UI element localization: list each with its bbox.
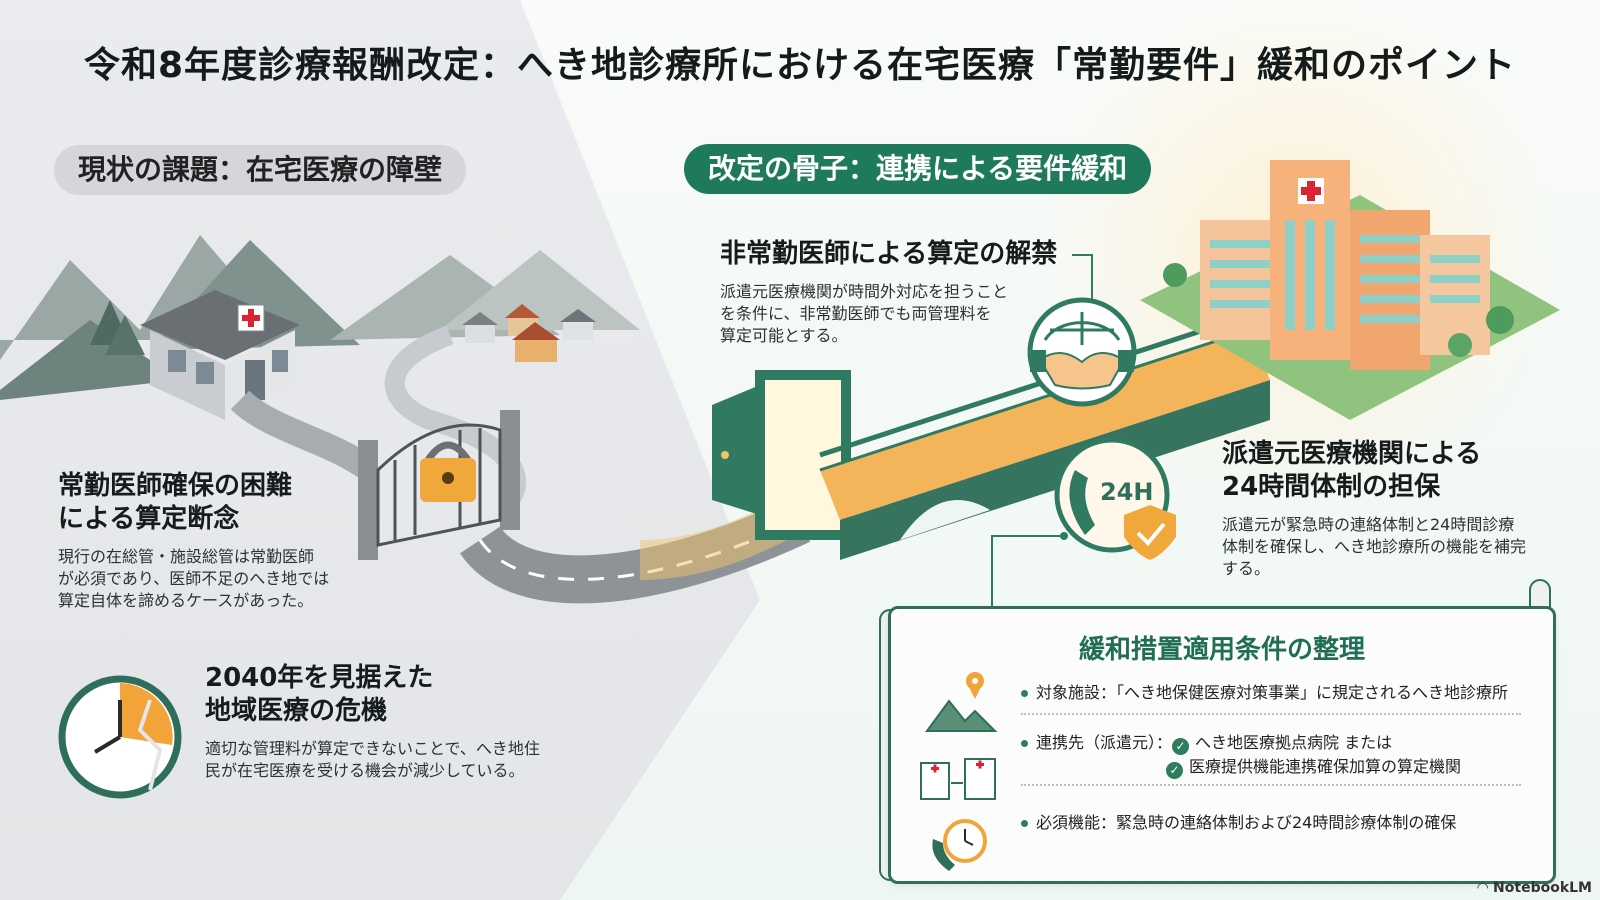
condition-target-facility: 対象施設：「へき地保健医療対策事業」に規定されるへき地診療所 (1021, 679, 1508, 703)
notebooklm-icon: ◠ (1477, 880, 1494, 896)
separator (1021, 784, 1521, 786)
handshake-globe-icon (1027, 297, 1137, 407)
issue-heading: 2040年を見据えた 地域医療の危機 (205, 663, 434, 726)
condition-partner-option: ✓医療提供機能連携確保加算の算定機関 (1166, 753, 1461, 779)
open-door-illustration (712, 370, 851, 540)
point-heading: 非常勤医師による算定の解禁 (720, 239, 1058, 269)
point-24h-system: 派遣元医療機関による 24時間体制の担保 派遣元が緊急時の連絡体制と24時間診療… (1222, 438, 1582, 580)
check-icon: ✓ (1172, 738, 1190, 755)
point-heading: 派遣元医療機関による 24時間体制の担保 (1222, 439, 1482, 502)
cracked-clock-icon (58, 675, 182, 799)
mountains-illustration (0, 235, 640, 400)
phone-clock-icon (932, 819, 987, 871)
mountain-pin-icon (925, 672, 998, 732)
point-parttime-doctor: 非常勤医師による算定の解禁 派遣元医療機関が時間外対応を担うこと を条件に、非常… (720, 238, 1070, 347)
brand-watermark: ◠ NotebookLM (1477, 880, 1592, 896)
hospital-link-icon (920, 758, 996, 800)
panel-icons (920, 672, 998, 871)
conditions-panel: 緩和措置適用条件の整理 対象施設：「へき地保健医療対策事業」に規定されるへき地診… (888, 606, 1556, 884)
condition-partner: 連携先（派遣元）：✓へき地医療拠点病院 または (1021, 729, 1392, 755)
bridge-illustration (819, 312, 1270, 560)
check-icon: ✓ (1166, 762, 1183, 779)
issue-body: 現行の在総管・施設総管は常勤医師 が必須であり、医師不足のへき地では 算定自体を… (58, 547, 330, 610)
separator (1021, 713, 1521, 715)
section-label-current-issues: 現状の課題：在宅医療の障壁 (54, 145, 467, 195)
issue-regional-crisis: 2040年を見据えた 地域医療の危機 適切な管理料が算定できないことで、へき地住… (205, 662, 605, 782)
locked-gate-illustration (358, 410, 520, 560)
bullet (1021, 820, 1028, 827)
bullet (1021, 690, 1028, 697)
section-label-revision-outline: 改定の骨子：連携による要件緩和 (684, 144, 1152, 194)
24-hour-phone-icon (1054, 437, 1176, 560)
condition-required-function: 必須機能：緊急時の連絡体制および24時間診療体制の確保 (1021, 809, 1456, 833)
24h-badge: 24H (1100, 478, 1154, 506)
page-title: 令和8年度診療報酬改定：へき地診療所における在宅医療「常勤要件」緩和のポイント (83, 45, 1517, 86)
issue-heading: 常勤医師確保の困難 による算定断念 (58, 471, 293, 534)
issue-body: 適切な管理料が算定できないことで、へき地住 民が在宅医療を受ける機会が減少してい… (205, 739, 540, 780)
hospital-illustration (1140, 160, 1560, 420)
point-body: 派遣元が緊急時の連絡体制と24時間診療 体制を確保し、へき地診療所の機能を補完 … (1222, 515, 1527, 578)
point-body: 派遣元医療機関が時間外対応を担うこと を条件に、非常勤医師でも両管理料を 算定可… (720, 282, 1009, 345)
bullet (1021, 740, 1028, 747)
village-houses (462, 304, 596, 362)
panel-title: 緩和措置適用条件の整理 (1078, 635, 1365, 665)
issue-fulltime-doctor: 常勤医師確保の困難 による算定断念 現行の在総管・施設総管は常勤医師 が必須であ… (58, 470, 378, 612)
